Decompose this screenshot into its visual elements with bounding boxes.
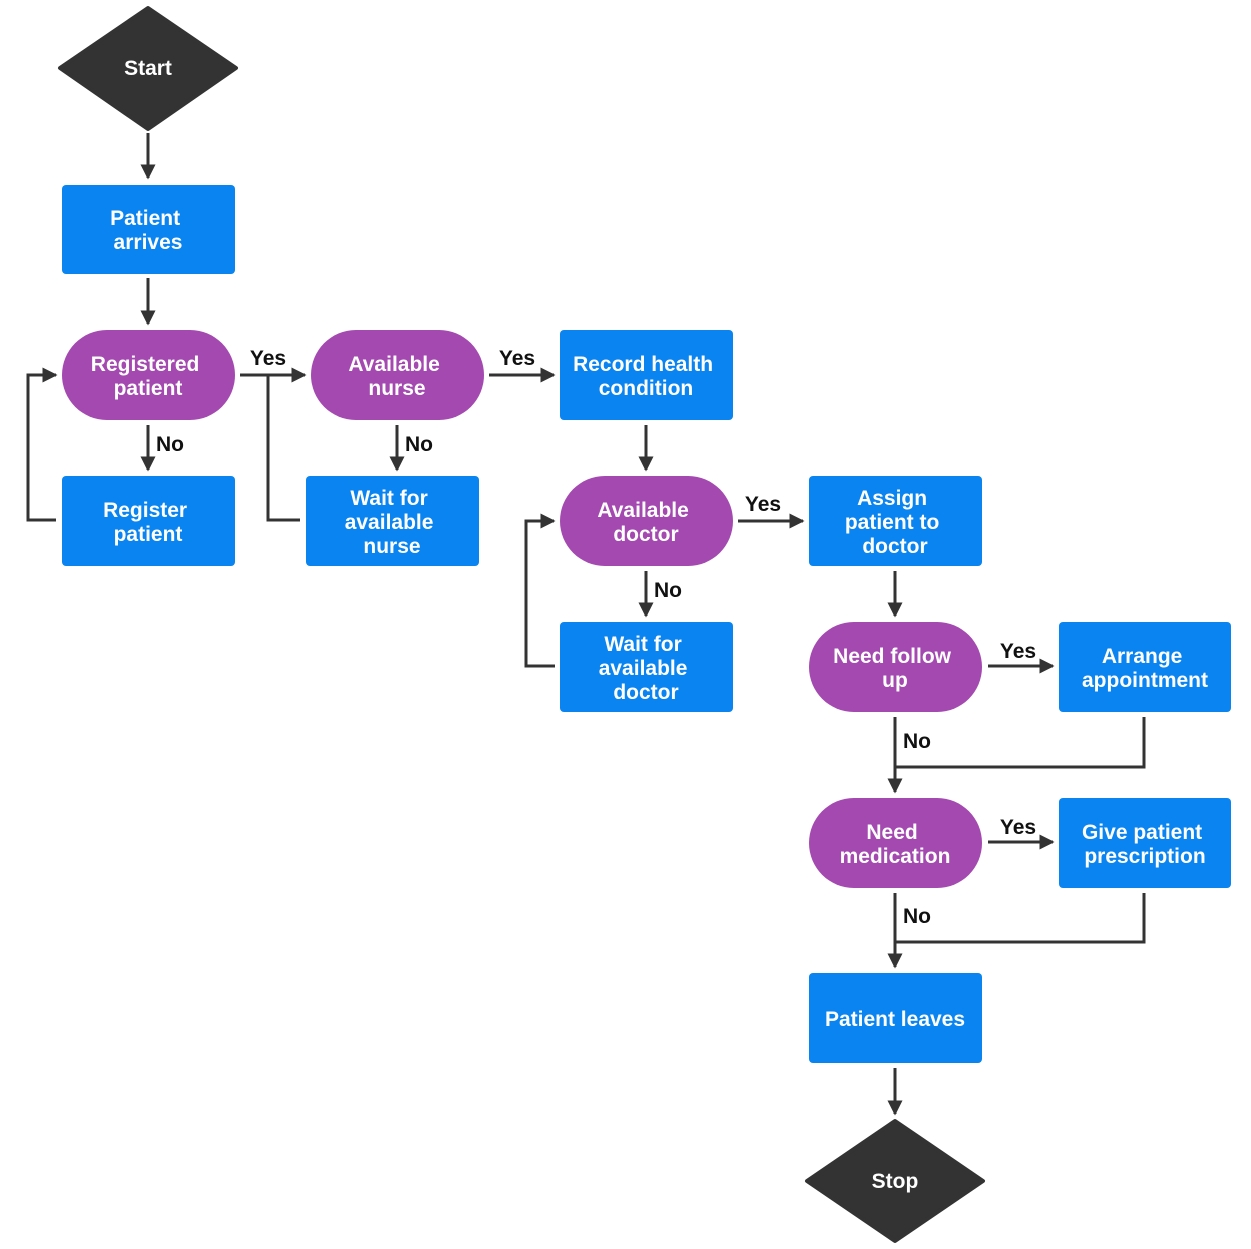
need-follow-up-decision: Need follow up — [809, 622, 982, 712]
start-terminal: Start — [58, 6, 238, 131]
available-doctor-label: Available doctor — [597, 499, 694, 546]
arrow-wait-doctor-loop — [524, 513, 556, 668]
need-medication-decision: Need medication — [809, 798, 982, 888]
arrow-register-loop — [26, 367, 58, 522]
give-prescription-box: Give patient prescription — [1059, 798, 1231, 888]
wait-nurse-label: Wait for available nurse — [345, 487, 440, 558]
stop-terminal: Stop — [805, 1119, 985, 1243]
register-patient-label: Register patient — [103, 499, 193, 546]
registered-patient-decision: Registered patient — [62, 330, 235, 420]
label-nurse-yes: Yes — [499, 347, 535, 370]
wait-doctor-label: Wait for available doctor — [599, 633, 694, 704]
label-doctor-yes: Yes — [745, 493, 781, 516]
arrange-appointment-box: Arrange appointment — [1059, 622, 1231, 712]
wait-nurse-box: Wait for available nurse — [306, 476, 479, 566]
available-nurse-decision: Available nurse — [311, 330, 484, 420]
arrow-prescription-merge — [895, 893, 1146, 944]
record-health-box: Record health condition — [560, 330, 733, 420]
label-nurse-no: No — [405, 433, 433, 456]
arrow-appointment-merge — [895, 717, 1146, 769]
label-registered-yes: Yes — [250, 347, 286, 370]
start-label: Start — [124, 57, 172, 80]
assign-doctor-label: Assign patient to doctor — [845, 487, 945, 558]
register-patient-box: Register patient — [62, 476, 235, 566]
label-medication-yes: Yes — [1000, 816, 1036, 839]
arrange-appointment-label: Arrange appointment — [1082, 645, 1208, 692]
give-prescription-label: Give patient prescription — [1082, 821, 1208, 868]
edge-labels: Yes No Yes No Yes No Yes No Yes No — [156, 347, 1036, 928]
label-registered-no: No — [156, 433, 184, 456]
stop-label: Stop — [872, 1170, 919, 1193]
patient-leaves-label: Patient leaves — [825, 1008, 965, 1031]
label-followup-yes: Yes — [1000, 640, 1036, 663]
nodes: Start Patient arrives Registered patient… — [58, 6, 1231, 1243]
registered-patient-label: Registered patient — [91, 353, 205, 400]
label-medication-no: No — [903, 905, 931, 928]
available-nurse-label: Available nurse — [348, 353, 445, 400]
label-followup-no: No — [903, 730, 931, 753]
need-medication-label: Need medication — [840, 821, 951, 868]
assign-doctor-box: Assign patient to doctor — [809, 476, 982, 566]
available-doctor-decision: Available doctor — [560, 476, 733, 566]
arrow-wait-nurse-loop — [266, 375, 300, 522]
patient-arrives-box: Patient arrives — [62, 185, 235, 274]
record-health-label: Record health condition — [573, 353, 719, 400]
need-follow-up-label: Need follow up — [833, 645, 957, 692]
patient-arrives-label: Patient arrives — [110, 207, 186, 254]
label-doctor-no: No — [654, 579, 682, 602]
wait-doctor-box: Wait for available doctor — [560, 622, 733, 712]
connectors — [26, 133, 1146, 1116]
patient-leaves-box: Patient leaves — [809, 973, 982, 1063]
